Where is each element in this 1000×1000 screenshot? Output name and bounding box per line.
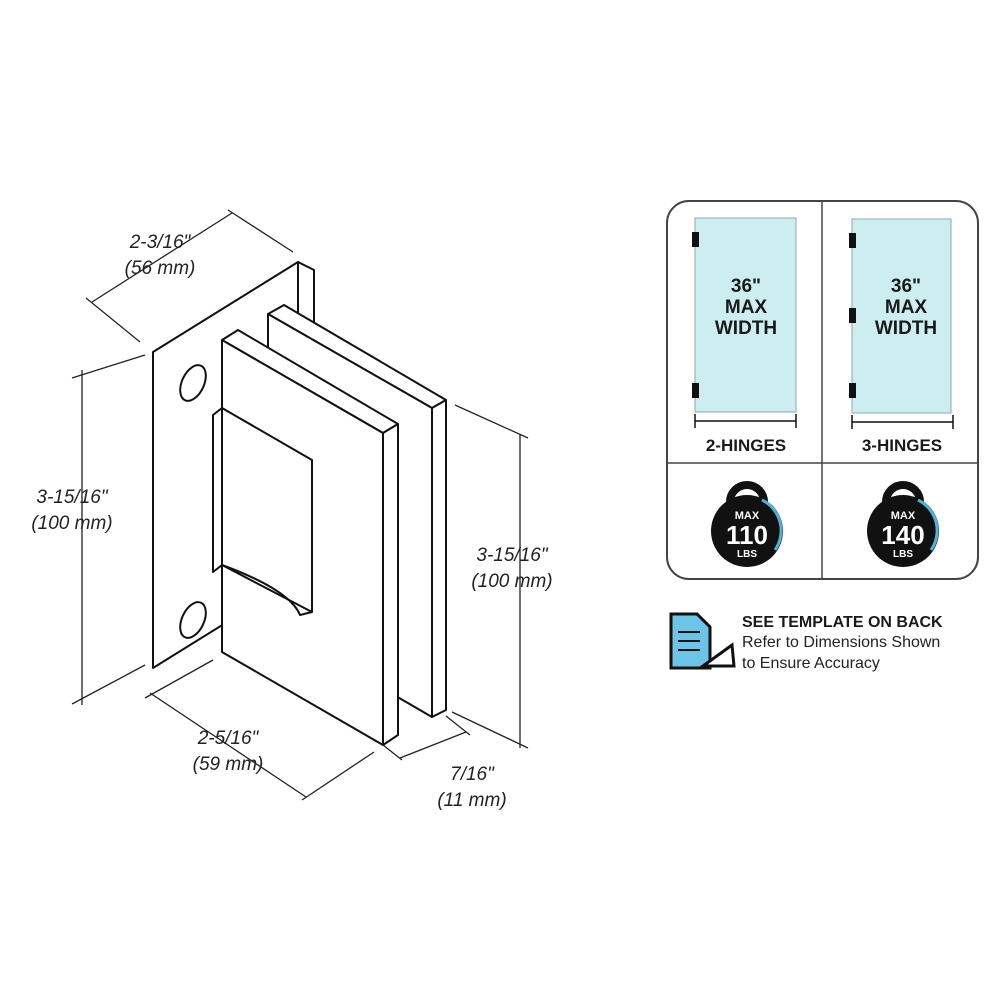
width-line2: MAX xyxy=(725,297,768,318)
mounting-hole-top xyxy=(179,364,207,402)
mounting-hole-bottom xyxy=(179,601,207,639)
thickness-metric: (11 mm) xyxy=(437,790,506,811)
width-arrow xyxy=(694,414,797,428)
width-arrow xyxy=(851,415,954,429)
left-height-metric: (100 mm) xyxy=(31,513,112,534)
document-template-icon xyxy=(669,612,736,670)
right-height-metric: (100 mm) xyxy=(471,571,552,592)
option-2-hinges: 36" MAX WIDTH 2-HINGES MAX 110 LBS xyxy=(692,217,797,567)
hinge-icon xyxy=(692,383,699,398)
weight-value: 140 xyxy=(881,520,924,550)
door-options-panel: 36" MAX WIDTH 2-HINGES MAX 110 LBS 36" M… xyxy=(666,200,979,580)
right-height-imperial: 3-15/16" xyxy=(476,545,548,566)
rear-clamp-side xyxy=(431,399,447,718)
option-3-hinges: 36" MAX WIDTH 3-HINGES MAX 140 LBS xyxy=(849,218,954,567)
template-note-title: SEE TEMPLATE ON BACK xyxy=(742,614,943,631)
width-line2: MAX xyxy=(885,297,928,318)
hinge-icon xyxy=(849,308,856,323)
width-line1: 36" xyxy=(731,276,761,297)
width-line3: WIDTH xyxy=(715,318,777,339)
top-width-imperial: 2-3/16" xyxy=(129,232,192,253)
glass-panel xyxy=(694,217,797,413)
left-height-imperial: 3-15/16" xyxy=(36,487,108,508)
hinge-icon xyxy=(849,233,856,248)
weight-unit: LBS xyxy=(737,549,757,560)
bottom-width-imperial: 2-5/16" xyxy=(197,728,260,749)
hinge-drawing xyxy=(152,261,447,746)
template-note-line1: Refer to Dimensions Shown xyxy=(742,634,940,651)
hinge-icon xyxy=(849,383,856,398)
kettlebell-icon: MAX 140 LBS xyxy=(867,481,939,567)
knuckle-curve xyxy=(221,564,313,616)
knuckle-left xyxy=(212,407,223,573)
dimension-lines xyxy=(71,209,529,801)
glass-panel xyxy=(851,218,952,414)
template-note-line2: to Ensure Accuracy xyxy=(742,655,880,672)
top-width-metric: (56 mm) xyxy=(125,258,196,279)
width-line1: 36" xyxy=(891,276,921,297)
front-clamp-side xyxy=(382,423,399,746)
hinge-count-label: 3-HINGES xyxy=(862,436,942,455)
weight-value: 110 xyxy=(726,520,768,550)
thickness-imperial: 7/16" xyxy=(450,764,495,785)
width-line3: WIDTH xyxy=(875,318,937,339)
kettlebell-icon: MAX 110 LBS xyxy=(711,481,783,567)
weight-max-label: MAX xyxy=(735,510,760,522)
hinge-icon xyxy=(692,232,699,247)
bottom-width-metric: (59 mm) xyxy=(193,754,264,775)
weight-max-label: MAX xyxy=(891,510,916,522)
weight-unit: LBS xyxy=(893,549,913,560)
hinge-count-label: 2-HINGES xyxy=(706,436,786,455)
template-note: SEE TEMPLATE ON BACK Refer to Dimensions… xyxy=(669,612,943,672)
